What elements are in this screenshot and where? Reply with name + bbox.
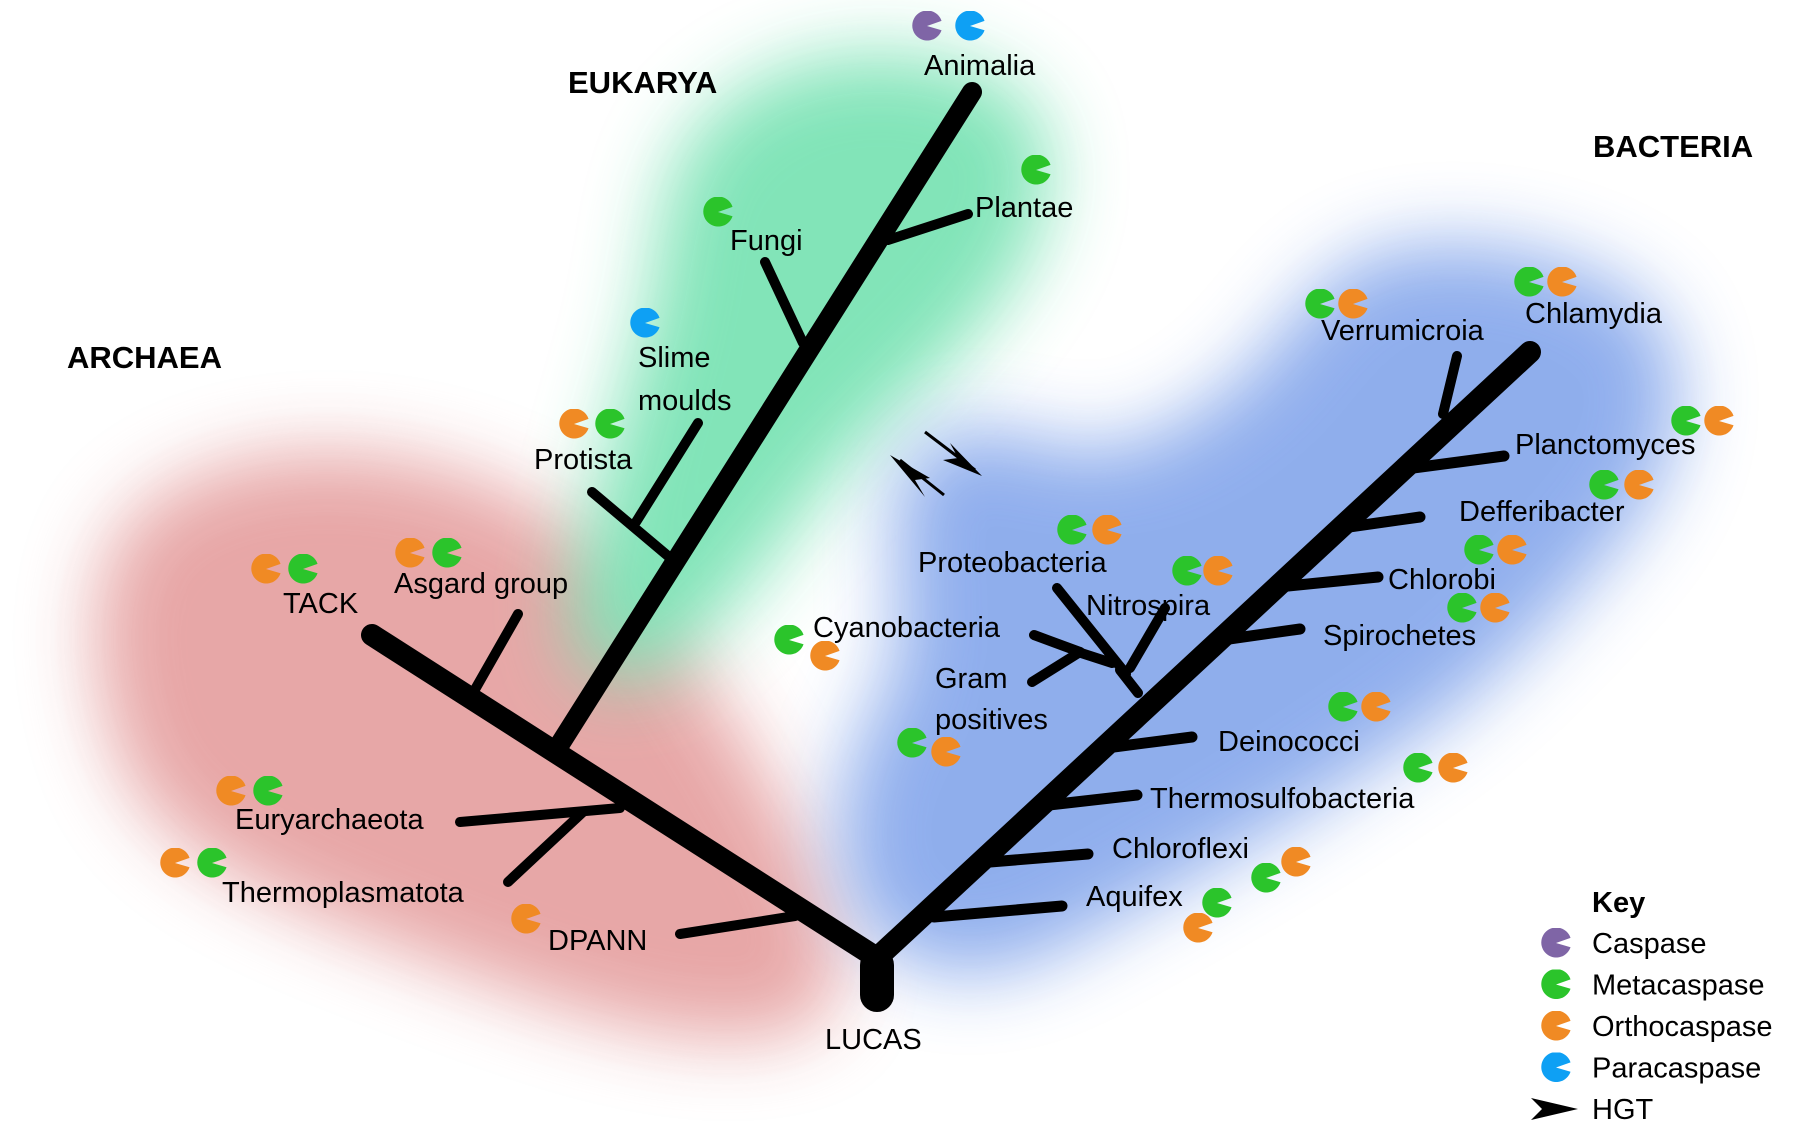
badges-animalia <box>912 11 985 41</box>
paracaspase-pacman-icon <box>955 11 985 41</box>
taxon-fungi: Fungi <box>730 225 803 257</box>
branch-cyanobacteria <box>1029 630 1085 657</box>
key-item-metacaspase: Metacaspase <box>1541 969 1765 1002</box>
heading-eukarya: EUKARYA <box>568 65 717 100</box>
heading-archaea: ARCHAEA <box>67 340 222 375</box>
metacaspase-pacman-icon <box>1541 969 1571 1000</box>
metacaspase-pacman-icon <box>774 625 804 655</box>
branch-dpann <box>675 911 800 939</box>
taxon-thermosulfobacteria: Thermosulfobacteria <box>1150 783 1415 815</box>
taxon-gram-positives-line2: positives <box>935 704 1048 736</box>
branch-protista-base <box>587 487 673 561</box>
branch-thermosulfobacteria <box>1043 789 1143 811</box>
taxon-tack: TACK <box>283 588 359 620</box>
badges-thermosulfobacteria <box>1403 753 1468 783</box>
key-item-caspase: Caspase <box>1541 928 1706 960</box>
taxon-thermoplasmatota: Thermoplasmatota <box>222 877 465 909</box>
branch-defferibacter <box>1336 511 1426 534</box>
branch-thermoplasmatota <box>503 807 588 887</box>
taxon-cyanobacteria: Cyanobacteria <box>813 612 1001 644</box>
branch-fungi <box>760 257 808 348</box>
orthocaspase-pacman-icon <box>160 848 190 878</box>
branch-slime-moulds <box>631 418 703 527</box>
taxa-labels: Animalia Plantae Fungi Slime moulds Prot… <box>222 50 1696 957</box>
orthocaspase-pacman-icon <box>1541 1011 1571 1041</box>
hgt-arrow-to-bacteria <box>924 430 982 476</box>
taxon-animalia: Animalia <box>924 50 1036 82</box>
branch-spirochetes <box>1216 623 1306 646</box>
taxon-verrumicroia: Verrumicroia <box>1321 315 1485 347</box>
archaea-trunk <box>361 624 888 969</box>
key-item-label: Orthocaspase <box>1592 1011 1773 1043</box>
key-item-label: HGT <box>1592 1094 1654 1123</box>
eukarya-trunk <box>545 82 982 762</box>
taxon-defferibacter: Defferibacter <box>1459 496 1625 528</box>
key-item-label: Metacaspase <box>1592 970 1765 1002</box>
branch-verrumicroia <box>1438 351 1462 419</box>
paracaspase-pacman-icon <box>1541 1052 1571 1083</box>
archaea-region <box>95 452 841 1040</box>
metacaspase-pacman-icon <box>1251 863 1281 893</box>
branch-plantae <box>883 209 973 245</box>
metacaspase-pacman-icon <box>1671 406 1701 436</box>
hgt-arrow-to-eukarya <box>890 455 945 497</box>
taxon-spirochetes: Spirochetes <box>1323 620 1476 652</box>
caspase-pacman-icon <box>912 11 942 41</box>
key-title: Key <box>1592 887 1645 919</box>
badges-planctomyces <box>1671 406 1734 436</box>
taxon-asgard: Asgard group <box>394 568 568 600</box>
branch-asgard <box>468 609 523 698</box>
branch-euryarchaeota <box>455 803 625 827</box>
hgt-arrow-icon <box>1531 1098 1578 1120</box>
taxon-nitrospira: Nitrospira <box>1086 590 1211 622</box>
metacaspase-pacman-icon <box>1403 753 1433 783</box>
taxon-dpann: DPANN <box>548 925 647 957</box>
heading-bacteria: BACTERIA <box>1593 129 1753 164</box>
taxon-chlamydia: Chlamydia <box>1525 298 1663 330</box>
taxon-slime-moulds-line2: moulds <box>638 385 732 417</box>
badges-protista <box>559 409 625 439</box>
caspase-pacman-icon <box>1541 928 1571 958</box>
branch-gram-positives <box>1027 647 1085 687</box>
orthocaspase-pacman-icon <box>1183 913 1213 943</box>
branch-deinococci <box>1100 731 1198 754</box>
branch-aquifex <box>928 900 1068 923</box>
branch-nitrospira <box>1125 603 1170 673</box>
badges-chloroflexi <box>1251 847 1311 893</box>
orthocaspase-pacman-icon <box>1704 406 1734 436</box>
taxon-planctomyces: Planctomyces <box>1515 429 1696 461</box>
taxon-deinococci: Deinococci <box>1218 726 1360 758</box>
taxon-slime-moulds-line1: Slime <box>638 342 711 374</box>
badges-aquifex <box>1183 888 1232 943</box>
orthocaspase-pacman-icon <box>1281 847 1311 877</box>
orthocaspase-pacman-icon <box>1438 753 1468 783</box>
branch-chlorobi <box>1272 571 1384 593</box>
key-item-hgt: HGT <box>1531 1094 1654 1123</box>
metacaspase-pacman-icon <box>1202 888 1232 918</box>
key-legend: Key CaspaseMetacaspaseOrthocaspaseParaca… <box>1531 887 1773 1123</box>
branch-chloroflexi <box>984 848 1094 868</box>
branch-planctomyces <box>1392 450 1510 476</box>
key-item-paracaspase: Paracaspase <box>1541 1052 1761 1085</box>
taxon-proteobacteria: Proteobacteria <box>918 547 1107 579</box>
hgt-arrows <box>890 430 982 497</box>
key-item-label: Paracaspase <box>1592 1053 1761 1085</box>
orthocaspase-pacman-icon <box>810 641 840 671</box>
taxon-chloroflexi: Chloroflexi <box>1112 833 1249 865</box>
taxon-euryarchaeota: Euryarchaeota <box>235 804 424 836</box>
taxon-gram-positives-line1: Gram <box>935 663 1008 695</box>
bacteria-trunk <box>866 341 1541 969</box>
taxon-chlorobi: Chlorobi <box>1388 564 1496 596</box>
taxon-protista: Protista <box>534 444 633 476</box>
taxon-plantae: Plantae <box>975 192 1073 224</box>
tree-branches <box>361 82 1541 1012</box>
key-item-label: Caspase <box>1592 928 1706 960</box>
taxon-aquifex: Aquifex <box>1086 881 1183 913</box>
key-item-orthocaspase: Orthocaspase <box>1541 1011 1773 1043</box>
orthocaspase-pacman-icon <box>559 409 589 439</box>
root-label: LUCAS <box>825 1024 922 1056</box>
